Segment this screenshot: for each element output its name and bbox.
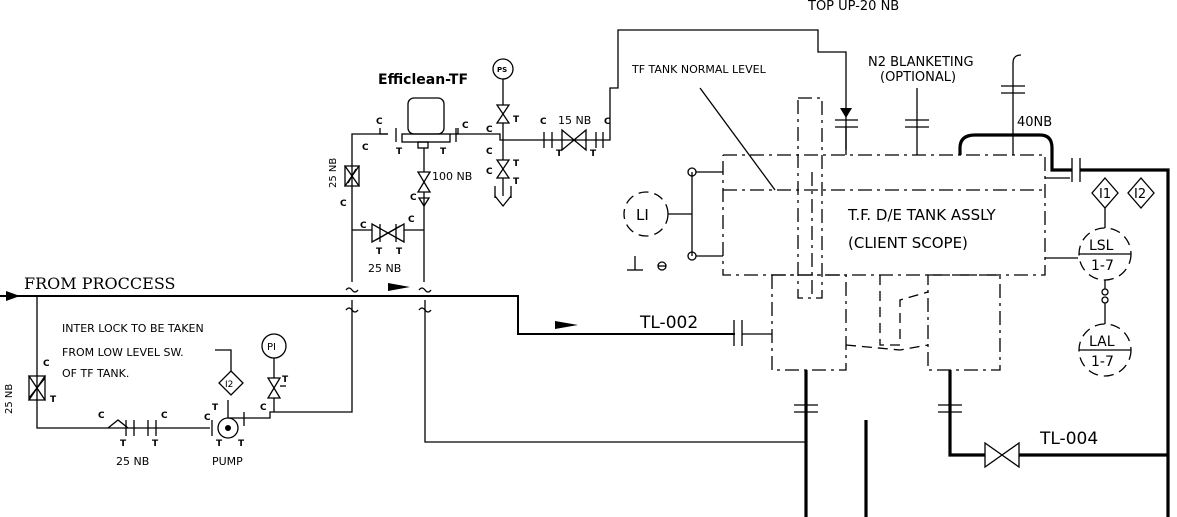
size-25nb-bottom-label: 25 NB bbox=[116, 455, 149, 468]
svg-text:T: T bbox=[212, 403, 219, 413]
svg-text:T: T bbox=[238, 439, 245, 449]
tl-002-label: TL-002 bbox=[639, 313, 698, 333]
efficlean-unit bbox=[343, 29, 847, 282]
interlock-line-2: FROM LOW LEVEL SW. bbox=[62, 346, 184, 359]
svg-text:T: T bbox=[120, 439, 127, 449]
size-25nb-lower-label: 25 NB bbox=[4, 384, 15, 414]
svg-text:C: C bbox=[98, 411, 105, 421]
from-process-label: FROM PROCCESS bbox=[24, 274, 175, 293]
interlock-line-1: INTER LOCK TO BE TAKEN bbox=[62, 322, 204, 335]
tank-title-line-2: (CLIENT SCOPE) bbox=[848, 234, 968, 252]
size-25nb-bypass-label: 25 NB bbox=[368, 262, 401, 275]
ps-label: PS bbox=[497, 66, 507, 74]
svg-text:T: T bbox=[396, 147, 403, 157]
svg-text:C: C bbox=[604, 117, 611, 127]
li-label: LI bbox=[636, 206, 649, 224]
svg-text:C: C bbox=[462, 121, 469, 131]
svg-text:T: T bbox=[440, 147, 447, 157]
svg-text:T: T bbox=[216, 439, 223, 449]
svg-text:C: C bbox=[260, 403, 267, 413]
svg-text:T: T bbox=[513, 115, 520, 125]
interlock-line-3: OF TF TANK. bbox=[62, 367, 129, 380]
tank-title-line-1: T.F. D/E TANK ASSLY bbox=[847, 206, 997, 224]
normal-level-label: TF TANK NORMAL LEVEL bbox=[631, 63, 767, 76]
i2-label: I2 bbox=[1134, 187, 1146, 202]
svg-text:T: T bbox=[396, 247, 403, 257]
svg-text:T: T bbox=[152, 439, 159, 449]
svg-text:T: T bbox=[376, 247, 383, 257]
svg-text:C: C bbox=[360, 221, 367, 231]
svg-text:T: T bbox=[556, 149, 563, 159]
thick-lines bbox=[794, 133, 1170, 517]
lal-range-label: 1-7 bbox=[1091, 354, 1114, 370]
pump-loop bbox=[27, 296, 806, 443]
svg-text:T: T bbox=[513, 177, 520, 187]
tank bbox=[699, 54, 1046, 371]
svg-text:T: T bbox=[590, 149, 597, 159]
lal-label: LAL bbox=[1089, 334, 1115, 350]
svg-text:C: C bbox=[486, 125, 493, 135]
size-15nb-label: 15 NB bbox=[558, 114, 591, 127]
n2-blanketing-label: N2 BLANKETING bbox=[868, 55, 974, 70]
tl-004-label: TL-004 bbox=[1039, 429, 1098, 449]
pump-label: PUMP bbox=[212, 455, 243, 468]
pi-label: PI bbox=[267, 342, 276, 353]
svg-text:C: C bbox=[340, 199, 347, 209]
svg-text:C: C bbox=[362, 143, 369, 153]
size-40nb-label: 40NB bbox=[1017, 115, 1052, 130]
top-up-label: TOP UP-20 NB bbox=[807, 0, 899, 14]
svg-text:T: T bbox=[282, 375, 289, 385]
svg-text:C: C bbox=[486, 167, 493, 177]
svg-text:C: C bbox=[408, 215, 415, 225]
svg-text:C: C bbox=[161, 411, 168, 421]
i2-small-label: I2 bbox=[225, 380, 233, 390]
svg-text:C: C bbox=[376, 117, 383, 127]
svg-text:T: T bbox=[513, 159, 520, 169]
efficlean-label: Efficlean-TF bbox=[378, 72, 468, 88]
text-labels: TOP UP-20 NB N2 BLANKETING (OPTIONAL) TF… bbox=[4, 0, 1146, 468]
process-line bbox=[0, 283, 772, 346]
svg-text:T: T bbox=[50, 395, 57, 405]
svg-text:C: C bbox=[410, 193, 417, 203]
svg-text:C: C bbox=[486, 147, 493, 157]
lsl-label: LSL bbox=[1089, 238, 1114, 254]
connection-markers: C C T T T C C T C T C C T T C C C C C T … bbox=[43, 115, 611, 449]
lsl-range-label: 1-7 bbox=[1091, 258, 1114, 274]
svg-text:C: C bbox=[204, 413, 211, 423]
svg-text:C: C bbox=[43, 359, 50, 369]
size-25nb-upper-label: 25 NB bbox=[328, 158, 339, 188]
level-instruments bbox=[623, 167, 1155, 377]
n2-optional-label: (OPTIONAL) bbox=[880, 70, 956, 85]
i1-label: I1 bbox=[1099, 187, 1111, 202]
pipe-crossings bbox=[345, 287, 432, 313]
size-100nb-label: 100 NB bbox=[432, 170, 472, 183]
svg-text:C: C bbox=[540, 117, 547, 127]
